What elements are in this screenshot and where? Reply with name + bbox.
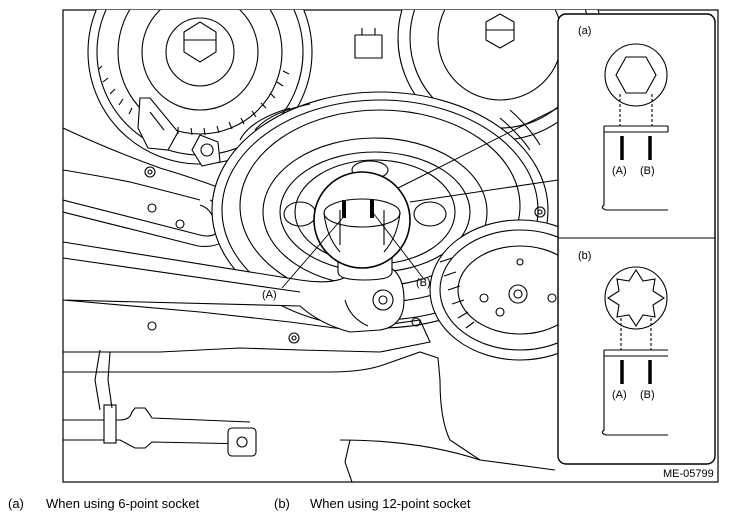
- engine-bracket: [137, 97, 221, 229]
- small-bolt: [354, 28, 383, 59]
- legend-text: When using 6-point socket: [46, 496, 200, 511]
- legend-text: When using 12-point socket: [310, 496, 471, 511]
- figure-id: ME-05799: [663, 468, 714, 480]
- main-label-b: (B): [416, 277, 431, 289]
- legend-letter: (a): [8, 496, 24, 511]
- inset-top-label-a: (A): [612, 165, 627, 177]
- engine-housing: [63, 299, 556, 482]
- magnifier: [313, 171, 411, 269]
- legend: (a) When using 6-point socket (b) When u…: [0, 494, 731, 516]
- coolant-hose: [63, 349, 257, 457]
- inset-twelve-point: [601, 266, 668, 436]
- inset-bottom-label-a: (A): [612, 389, 627, 401]
- inset-six-point: [601, 43, 669, 211]
- breaker-bar: [63, 241, 405, 333]
- main-label-a: (A): [262, 289, 277, 301]
- inset-top-tag: (a): [578, 25, 591, 37]
- inset-bottom-tag: (b): [578, 250, 591, 262]
- inset-top-label-b: (B): [640, 165, 655, 177]
- inset-panel: [557, 13, 716, 465]
- inset-bottom-label-b: (B): [640, 389, 655, 401]
- legend-letter: (b): [274, 496, 290, 511]
